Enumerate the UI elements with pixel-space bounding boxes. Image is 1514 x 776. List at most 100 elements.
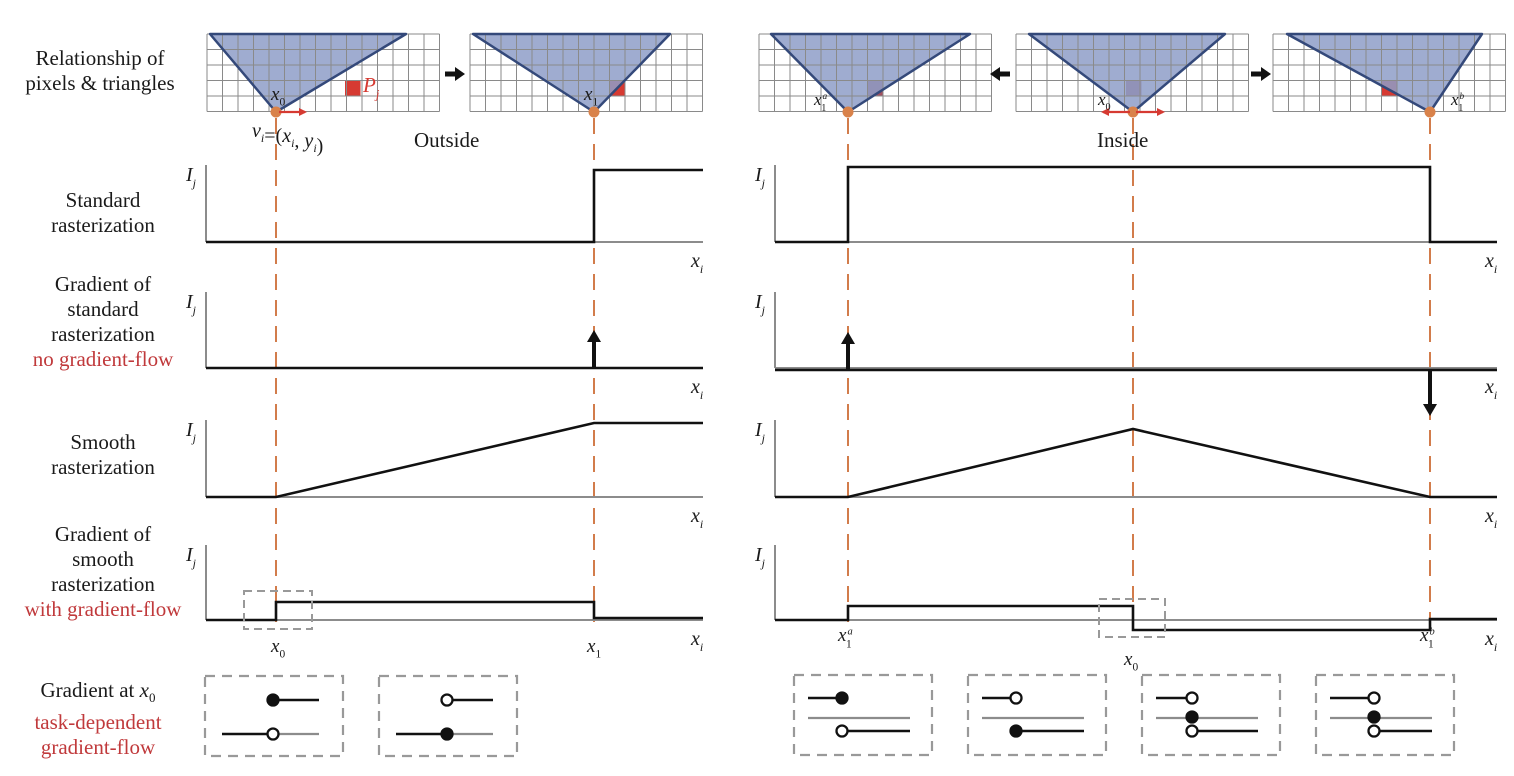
dashed-box: [377, 674, 519, 758]
tick-x0-outside: x0: [270, 636, 285, 661]
label-gradient-standard: Gradient of standard rasterization no gr…: [0, 272, 206, 372]
gradient-box-outside-1: [203, 674, 345, 758]
open-dot-icon: [1009, 691, 1023, 705]
outside-standard-x-label: xi: [690, 250, 703, 276]
open-dot-icon: [266, 727, 280, 741]
label-gradient-standard-line1: Gradient of: [54, 272, 152, 296]
triangle-edge: [471, 32, 672, 114]
open-dot-icon: [1185, 691, 1199, 705]
label-inside: Inside: [1097, 128, 1148, 152]
label-smooth: Smooth rasterization: [0, 430, 206, 480]
gradient-box-inside-1: [792, 673, 934, 757]
label-smooth-line1: Smooth: [70, 430, 136, 454]
label-pj: Pj: [362, 73, 380, 101]
filled-dot-icon: [266, 693, 280, 707]
label-gradient-smooth-line2: smooth: [72, 547, 134, 571]
vertex-dot: [1424, 106, 1436, 118]
label-x0-inside: x0: [1097, 90, 1111, 113]
dashed-box: [1314, 673, 1456, 757]
tick-x0-inside: x0: [1123, 649, 1138, 674]
zoom-box-x0-inside: [1098, 598, 1166, 638]
open-dot-icon: [835, 724, 849, 738]
triangle-edge: [1027, 32, 1227, 113]
inside-gradient-smooth-curve: [775, 604, 1497, 632]
outside-smooth-x-label: xi: [690, 505, 703, 531]
open-dot-icon: [440, 693, 454, 707]
label-x1: x1: [583, 84, 598, 109]
open-dot-icon: [1367, 724, 1381, 738]
inside-smooth-y-label: Ij: [754, 419, 766, 445]
grid-inside-left: [758, 32, 992, 118]
outside-impulse-up-icon-head: [587, 330, 601, 342]
gradient-box-inside-2: [966, 673, 1108, 757]
label-standard-line1: Standard: [65, 188, 141, 212]
filled-dot-icon: [440, 727, 454, 741]
tick-x1-outside: x1: [586, 636, 601, 661]
outside-standard-curve: [206, 168, 703, 244]
open-dot-icon: [1367, 691, 1381, 705]
label-gradient-smooth-line1: Gradient of: [54, 522, 152, 546]
label-relationship: Relationship of pixels & triangles: [0, 46, 200, 96]
vertex-dot: [588, 106, 600, 118]
label-gradient-standard-line3: rasterization: [51, 322, 155, 346]
dashed-box: [1140, 673, 1282, 757]
inside-impulse-up-icon-head: [841, 332, 855, 344]
dashed-box: [203, 674, 345, 758]
arrow-right-icon: [1251, 67, 1271, 81]
outside-smooth-curve: [206, 421, 703, 499]
label-with-gradient-flow: with gradient-flow: [24, 597, 182, 621]
grid-inside-right: [1272, 32, 1506, 118]
dashed-box: [966, 673, 1108, 757]
triangle-edge: [1285, 32, 1484, 114]
inside-standard-y-label: Ij: [754, 164, 766, 190]
vertex-dot: [1127, 106, 1139, 118]
gradient-box-outside-2: [377, 674, 519, 758]
label-standard: Standard rasterization: [0, 188, 206, 238]
outside-gradient-smooth-x-label: xi: [690, 628, 703, 654]
label-outside: Outside: [414, 128, 479, 152]
inside-gradient-smooth-y-label: Ij: [754, 544, 766, 570]
dashed-box: [792, 673, 934, 757]
triangle: [473, 34, 670, 112]
label-vertex-def: vi=(xi, yi): [252, 120, 323, 157]
vertex-dot: [270, 106, 282, 118]
outside-smooth-y-label: Ij: [185, 419, 197, 445]
label-gradient-standard-line2: standard: [67, 297, 139, 321]
filled-dot-icon: [1367, 710, 1381, 724]
filled-dot-icon: [1185, 710, 1199, 724]
outside-gradient-smooth-curve: [206, 600, 703, 622]
label-smooth-line2: rasterization: [51, 455, 155, 479]
open-dot-icon: [1185, 724, 1199, 738]
grid-inside-center: [1015, 32, 1249, 118]
inside-gradient-smooth-x-label: xi: [1484, 628, 1497, 654]
triangle-edge: [208, 32, 408, 114]
label-task-dependent: task-dependent: [34, 710, 162, 735]
label-gradient-at-x0: Gradient at x0 task-dependent gradient-f…: [0, 678, 196, 760]
filled-dot-icon: [1009, 724, 1023, 738]
outside-gradient-standard-y-label: Ij: [185, 291, 197, 317]
pixel-pj: [345, 81, 361, 97]
triangle-edge: [769, 32, 972, 114]
grid-outside-before: [206, 32, 440, 118]
zoom-box-x0-outside: [243, 590, 313, 630]
outside-gradient-smooth-y-label: Ij: [185, 544, 197, 570]
label-gradient-smooth-line3: rasterization: [51, 572, 155, 596]
inside-gradient-standard-y-label: Ij: [754, 291, 766, 317]
triangle: [1287, 34, 1482, 112]
inside-standard-curve: [775, 165, 1497, 244]
label-standard-line2: rasterization: [51, 213, 155, 237]
inside-impulse-down-icon-head: [1423, 404, 1437, 416]
inside-smooth-curve: [775, 427, 1497, 499]
triangle: [210, 34, 406, 112]
arrow-right-icon: [445, 67, 465, 81]
label-gradient-flow: gradient-flow: [40, 735, 156, 760]
grid-outside-after: [469, 32, 703, 118]
label-gradient-smooth: Gradient of smooth rasterization with gr…: [0, 522, 206, 622]
outside-standard-y-label: Ij: [185, 164, 197, 190]
arrow-left-icon: [990, 67, 1010, 81]
vertex-dot: [842, 106, 854, 118]
label-x0: x0: [270, 84, 285, 109]
